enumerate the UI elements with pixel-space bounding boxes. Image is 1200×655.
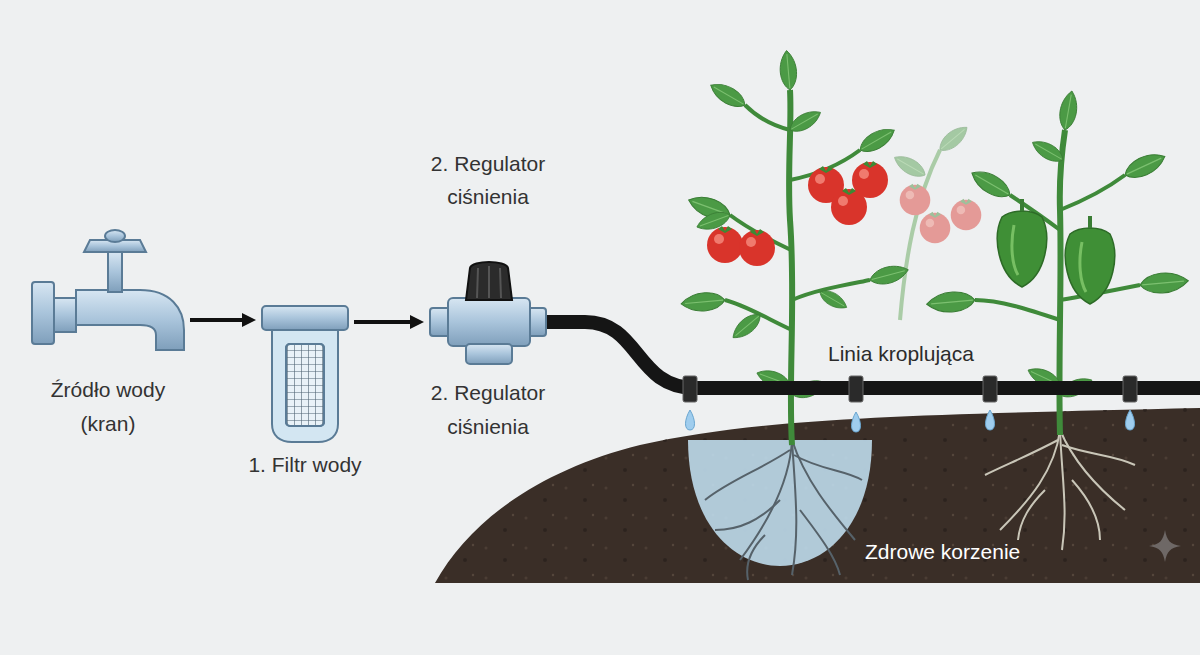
filter-cap (262, 306, 348, 330)
pepper (1065, 216, 1114, 304)
filter-mesh (286, 344, 324, 426)
regulator-body (448, 298, 530, 346)
filter-bowl (272, 330, 338, 442)
tomato (900, 184, 931, 215)
root (705, 450, 790, 500)
emitter (983, 376, 997, 402)
node-label: 2. Regulator ciśnienia (388, 147, 588, 214)
leaf (868, 262, 910, 288)
leaf (967, 165, 1014, 203)
soil-texture (435, 408, 1200, 583)
root (747, 535, 765, 580)
tap-spout (76, 290, 184, 350)
regulator-base (466, 344, 512, 364)
roots (985, 430, 1135, 550)
icon-node: 2. Regulator ciśnienia2. Regulator ciśni… (428, 258, 548, 366)
knob-ribs (477, 266, 501, 298)
leaf (891, 151, 929, 181)
soil (435, 408, 1200, 583)
leaf (778, 50, 798, 91)
branch (725, 105, 870, 330)
wet-soil-zone (688, 440, 872, 566)
background-tomato-plant (874, 122, 981, 320)
roots (705, 440, 862, 580)
root (1072, 480, 1100, 540)
tap-pipe (54, 298, 76, 332)
roots-label: Zdrowe korzenie (865, 538, 1020, 565)
root (715, 500, 780, 530)
node-label: Źródło wody (kran) (33, 373, 183, 440)
leaf (728, 309, 764, 343)
water-drop (986, 410, 995, 430)
water-drop (852, 412, 861, 432)
regulator-icon (430, 262, 546, 364)
root (792, 440, 796, 575)
icon-node: Źródło wody (kran) (30, 228, 186, 353)
emitter (849, 376, 863, 402)
pepper (997, 199, 1046, 287)
leaf (856, 123, 898, 157)
flow-arrow (190, 318, 246, 322)
root (792, 440, 855, 540)
tap-flange (32, 282, 54, 344)
leaf (680, 291, 725, 313)
leaf (817, 287, 850, 313)
root (985, 440, 1058, 475)
leaf (935, 122, 971, 156)
emitters (683, 376, 1137, 432)
tomato (951, 199, 982, 230)
icon-node: 1. Filtr wody (260, 302, 350, 442)
leaf (926, 290, 976, 314)
filter-icon (262, 306, 348, 442)
leaf (1139, 271, 1189, 295)
leaf (786, 106, 824, 136)
tap-stem (108, 252, 122, 292)
root (1060, 430, 1125, 510)
emitter (1123, 376, 1137, 402)
emitter (683, 376, 697, 402)
root (1062, 445, 1135, 465)
root (740, 440, 792, 560)
tomato (920, 212, 951, 243)
filter-mesh-frame (286, 344, 324, 426)
drip-line-label: Linia kroplująca (828, 340, 974, 367)
water-drop (686, 410, 695, 430)
leaf (707, 78, 749, 112)
root (794, 455, 862, 480)
tap-knob (105, 230, 125, 242)
node-label: 2. Regulator ciśnienia (388, 376, 588, 443)
root (1000, 430, 1060, 530)
sparkle (1149, 530, 1181, 562)
water-drop (1126, 410, 1135, 430)
root (800, 510, 840, 575)
tomato (831, 188, 867, 225)
tap-icon (32, 230, 184, 350)
root (1060, 430, 1065, 550)
tomato (707, 226, 743, 263)
flow-arrow (354, 320, 414, 324)
root (1018, 490, 1045, 540)
leaf (1121, 148, 1168, 183)
tomato (739, 229, 775, 266)
leaf (1029, 136, 1067, 166)
drip-hose (546, 322, 1200, 388)
regulator-knob (466, 262, 512, 300)
leaf (1057, 90, 1080, 132)
node-label: 1. Filtr wody (245, 448, 365, 482)
